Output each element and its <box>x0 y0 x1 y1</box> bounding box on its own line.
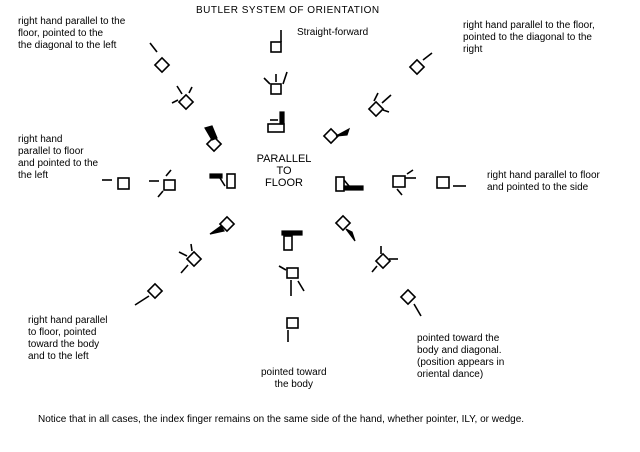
hand-lower-left-mid-glyph <box>178 243 203 274</box>
hand-upper-left-mid-glyph <box>171 85 195 111</box>
hand-down-near-glyph <box>281 230 303 251</box>
hand-upper-right-near-glyph <box>322 127 351 145</box>
hand-down-mid-glyph <box>278 265 305 296</box>
footnote: Notice that in all cases, the index fing… <box>38 414 525 425</box>
hand-upper-left-far-glyph <box>149 42 171 74</box>
label-lower-right: pointed toward the body and diagonal. (p… <box>417 333 505 380</box>
hand-lower-left-near-glyph <box>209 215 236 235</box>
label-right: right hand parallel to floor and pointed… <box>487 170 600 193</box>
hand-right-near-glyph <box>335 176 364 192</box>
label-upper-right: right hand parallel to the floor, pointe… <box>463 20 595 55</box>
hand-upper-right-far-glyph <box>408 52 433 76</box>
label-straight-forward: Straight-forward <box>297 27 369 38</box>
hand-up-far-glyph <box>270 30 282 53</box>
label-lower-left: right hand parallel to floor, pointed to… <box>28 315 108 362</box>
hand-lower-right-mid-glyph <box>371 246 398 273</box>
hand-upper-left-near-glyph <box>204 125 223 153</box>
hand-lower-right-far-glyph <box>399 288 422 317</box>
label-upper-left: right hand parallel to the floor, pointe… <box>18 16 126 51</box>
hand-left-mid-glyph <box>149 169 176 198</box>
hand-lower-left-far-glyph <box>134 282 164 306</box>
label-left: right hand parallel to floor and pointed… <box>18 134 99 181</box>
label-bottom: pointed toward the body <box>261 367 327 390</box>
center-label: PARALLEL TO FLOOR <box>256 153 312 189</box>
hand-left-far-glyph <box>102 177 130 190</box>
hand-right-far-glyph <box>436 176 466 189</box>
hand-lower-right-near-glyph <box>334 214 356 242</box>
hand-left-near-glyph <box>209 173 236 189</box>
hand-down-far-glyph <box>286 317 299 342</box>
hand-upper-right-mid-glyph <box>367 92 392 118</box>
hand-up-mid-glyph <box>263 71 288 95</box>
diagram-title: BUTLER SYSTEM OF ORIENTATION <box>196 5 380 16</box>
hand-right-mid-glyph <box>392 169 416 196</box>
hand-up-near-glyph <box>267 111 285 133</box>
